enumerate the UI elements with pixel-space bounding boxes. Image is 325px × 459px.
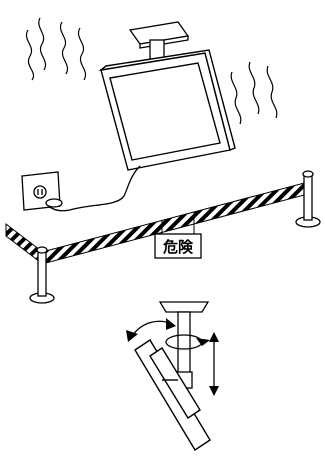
stanchion-post-icon-left bbox=[29, 246, 55, 304]
power-outlet-icon bbox=[21, 171, 63, 211]
height-adjust-arrow-icon[interactable] bbox=[209, 332, 219, 396]
monitor-icon bbox=[98, 49, 236, 171]
heat-wave-icon-right bbox=[230, 61, 278, 125]
heat-wave-icon-left bbox=[26, 17, 86, 81]
tilt-arrow-icon[interactable] bbox=[126, 318, 176, 342]
ceiling-mount-icon bbox=[128, 21, 190, 73]
stanchion-post-icon-right bbox=[295, 170, 321, 228]
rotate-arrow-icon[interactable] bbox=[165, 334, 210, 350]
power-cable bbox=[45, 165, 141, 212]
warning-sign: 危険 bbox=[154, 212, 202, 259]
monitor-side-detail bbox=[134, 339, 211, 451]
warning-sign-text: 危険 bbox=[163, 238, 194, 256]
